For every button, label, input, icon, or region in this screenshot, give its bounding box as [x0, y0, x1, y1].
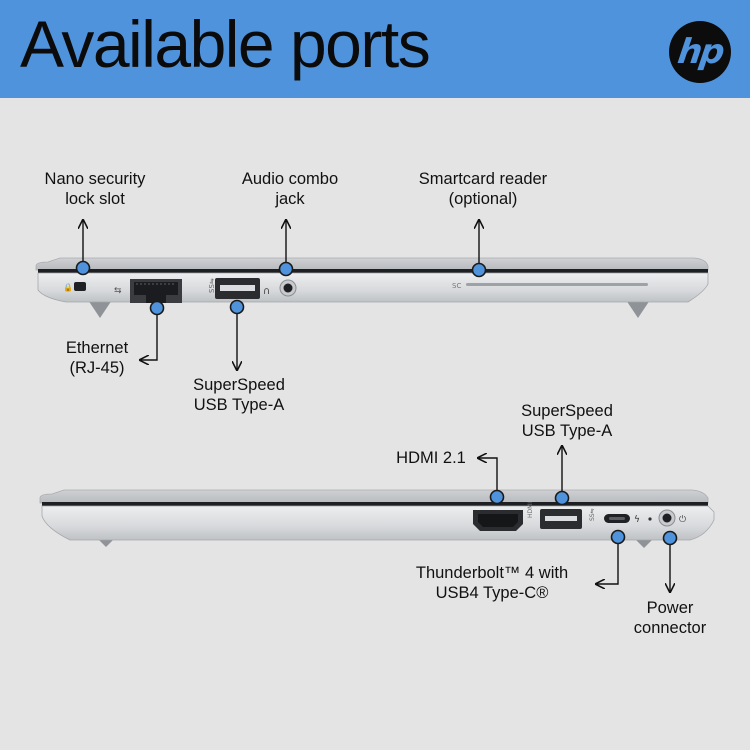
power-connector-port: ⏻: [658, 509, 686, 527]
svg-text:SS⇋: SS⇋: [589, 508, 596, 521]
svg-text:ϟ: ϟ: [634, 515, 640, 525]
label-power: Power connector: [620, 598, 720, 638]
svg-text:∩: ∩: [263, 286, 270, 297]
svg-text:⇆: ⇆: [114, 286, 122, 296]
label-thunderbolt-line2: USB4 Type-C®: [435, 584, 549, 602]
label-smartcard: Smartcard reader (optional): [400, 169, 566, 209]
label-usb-a-top-line2: USB Type-A: [193, 396, 285, 414]
label-usb-a-top: SuperSpeed USB Type-A: [177, 375, 301, 415]
nano-lock-slot-port: 🔒: [63, 282, 86, 292]
leader-lines-bottom: [478, 446, 670, 592]
label-audio-line1: Audio combo: [241, 170, 339, 188]
hp-logo: hp: [669, 21, 731, 83]
ethernet-port: ⇆: [114, 279, 182, 303]
label-ethernet-line2: (RJ-45): [69, 359, 125, 377]
hdmi-marking: HDMI: [527, 502, 534, 518]
audio-jack-port: ∩: [263, 279, 297, 297]
label-ethernet-line1: Ethernet: [65, 339, 129, 357]
label-nano-lock-line1: Nano security: [44, 170, 146, 188]
svg-text:⏻: ⏻: [679, 514, 686, 525]
label-smartcard-line2: (optional): [448, 190, 518, 208]
svg-text:🔒: 🔒: [63, 283, 73, 292]
label-ethernet: Ethernet (RJ-45): [56, 338, 138, 378]
label-power-line2: connector: [633, 619, 707, 637]
laptop-left-side: [35, 257, 709, 318]
header-banner: Available ports hp: [0, 0, 750, 98]
hdmi-port: HDMI: [473, 502, 534, 531]
label-smartcard-line1: Smartcard reader: [418, 170, 548, 188]
svg-text:SS⇋: SS⇋: [208, 278, 216, 293]
smartcard-reader-slot: SC: [452, 282, 648, 290]
label-usb-a-bottom: SuperSpeed USB Type-A: [505, 401, 629, 441]
label-usb-a-top-line1: SuperSpeed: [193, 376, 285, 394]
page-title: Available ports: [20, 7, 431, 81]
label-hdmi-line1: HDMI 2.1: [396, 449, 466, 467]
callout-dots-top: [75, 260, 487, 316]
label-nano-lock: Nano security lock slot: [30, 169, 160, 209]
smartcard-sc-marking: SC: [452, 282, 461, 290]
label-audio-line2: jack: [275, 190, 305, 208]
label-audio-jack: Audio combo jack: [225, 169, 355, 209]
callout-dots-bottom: [489, 489, 678, 546]
usb-a-port-right: SS⇋: [540, 508, 596, 529]
usb-a-port-left: SS⇋: [208, 278, 260, 299]
leader-lines-top: [83, 220, 479, 370]
label-usb-a-bottom-line2: USB Type-A: [521, 422, 613, 440]
thunderbolt-usb-c-port: ϟ: [604, 514, 652, 525]
label-hdmi: HDMI 2.1: [390, 448, 472, 468]
label-power-line1: Power: [646, 599, 694, 617]
label-thunderbolt: Thunderbolt™ 4 with USB4 Type-C®: [392, 563, 592, 603]
label-nano-lock-line2: lock slot: [65, 190, 125, 208]
label-thunderbolt-line1: Thunderbolt™ 4 with: [415, 564, 569, 582]
label-usb-a-bottom-line1: SuperSpeed: [521, 402, 613, 420]
